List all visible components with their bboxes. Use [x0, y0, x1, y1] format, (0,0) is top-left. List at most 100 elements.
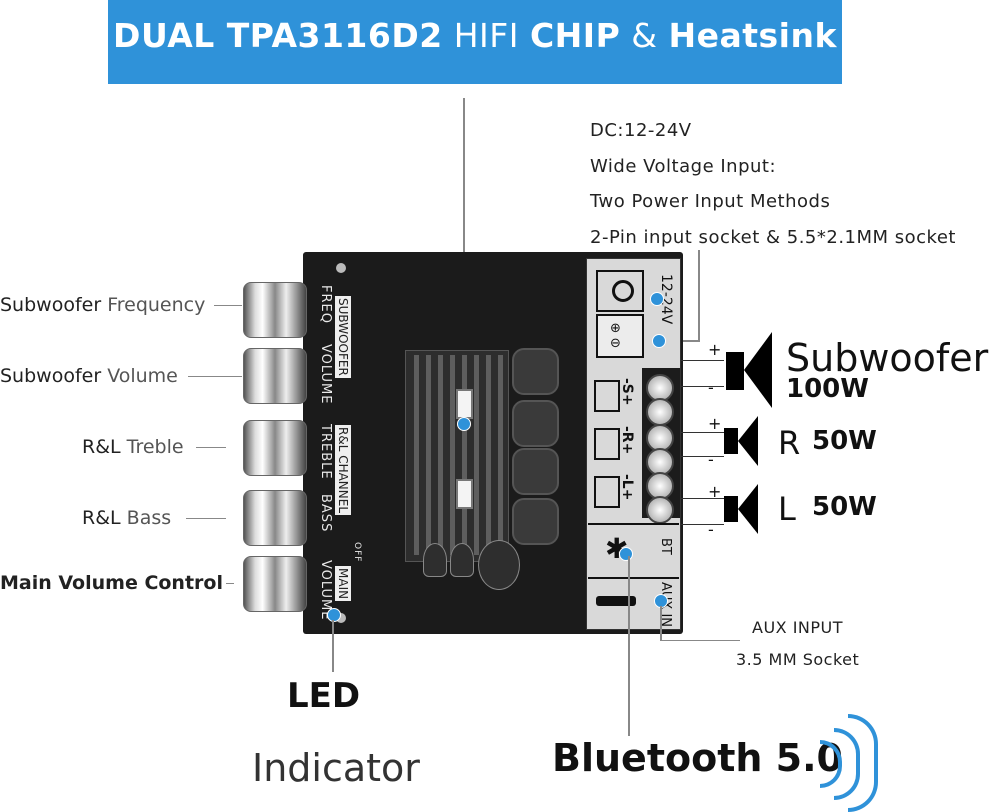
- label-text: Frequency: [107, 294, 206, 316]
- silk-freq: FREQ: [318, 285, 333, 324]
- output-r-power: 50W: [812, 426, 877, 456]
- speaker-wire: [680, 524, 724, 525]
- speaker-wire: [680, 456, 724, 457]
- minus-sign: -: [708, 520, 714, 539]
- aux-socket-label: 3.5 MM Socket: [736, 650, 860, 669]
- output-subwoofer-label: Subwoofer: [786, 336, 989, 380]
- terminal-r-label: -R+: [619, 426, 635, 455]
- label-subwoofer-volume: Subwoofer Volume: [0, 365, 178, 387]
- bluetooth-leader-line: [628, 556, 630, 736]
- banner-part-chip-model: DUAL TPA3116D2: [113, 16, 443, 55]
- label-text: Subwoofer: [0, 365, 102, 387]
- speaker-wire: [680, 498, 724, 499]
- power-info-line1: DC:12-24V: [590, 120, 692, 141]
- banner-part-heatsink: Heatsink: [668, 16, 837, 55]
- terminal-s-label: -S+: [619, 378, 635, 406]
- led-label: LED: [287, 676, 361, 716]
- inductor: [512, 400, 559, 447]
- title-banner: [108, 0, 842, 84]
- output-l-label: L: [778, 490, 796, 528]
- plus-sign: +: [708, 482, 722, 501]
- aux-jack-icon: [596, 596, 636, 606]
- speaker-cone-icon: [738, 416, 758, 466]
- aux-input-label: AUX INPUT: [752, 618, 844, 637]
- minus-sign: -: [708, 378, 714, 397]
- panel-divider: [588, 577, 679, 579]
- silk-volume: VOLUME: [318, 344, 333, 405]
- speaker-cone-icon: [744, 332, 772, 408]
- label-leader: [196, 447, 226, 448]
- terminal-l-label: -L+: [619, 474, 635, 501]
- heatsink-marker-dot: [457, 417, 471, 431]
- speaker-s-icon: [594, 380, 620, 412]
- speaker-r-output-icon: [724, 428, 738, 454]
- power-info-line4: 2-Pin input socket & 5.5*2.1MM socket: [590, 227, 956, 248]
- heatsink: [405, 350, 509, 562]
- inductor: [512, 498, 559, 545]
- silk-rl-channel: R&L CHANNEL: [335, 425, 351, 516]
- inductor: [512, 348, 559, 395]
- silk-subwoofer: SUBWOOFER: [335, 296, 351, 378]
- minus-sign: -: [708, 450, 714, 469]
- speaker-subwoofer-icon: [726, 352, 744, 390]
- screw-terminal[interactable]: [646, 424, 674, 452]
- banner-part-chip: CHIP: [529, 16, 621, 55]
- power-info-line3: Two Power Input Methods: [590, 191, 831, 212]
- treble-knob[interactable]: [243, 420, 307, 476]
- speaker-wire: [680, 386, 724, 387]
- mount-hole-icon: [336, 263, 346, 273]
- capacitor: [423, 543, 447, 577]
- label-leader: [188, 376, 242, 377]
- label-text: R&L: [82, 436, 121, 458]
- silk-off: OFF: [352, 542, 362, 563]
- screw-terminal[interactable]: [646, 398, 674, 426]
- label-main-volume: Main Volume Control: [0, 572, 223, 594]
- led-indicator-dot: [327, 608, 341, 622]
- speaker-l-icon: [594, 476, 620, 508]
- power-rating-label: 12-24V: [657, 272, 675, 327]
- output-subwoofer-power: 100W: [786, 374, 869, 404]
- speaker-wire: [680, 360, 724, 361]
- label-treble: R&L Treble: [82, 436, 184, 458]
- mount-hole-icon: [336, 613, 346, 623]
- speaker-cone-icon: [738, 484, 758, 534]
- panel-divider: [588, 523, 679, 525]
- label-leader: [214, 305, 242, 306]
- silk-treble: TREBLE: [318, 424, 333, 480]
- led-indicator-label: Indicator: [252, 746, 420, 790]
- bt-label: BT: [658, 538, 673, 555]
- label-text: Volume: [107, 365, 178, 387]
- power-marker-dot: [652, 334, 666, 348]
- subwoofer-volume-knob[interactable]: [243, 348, 307, 404]
- screw-terminal[interactable]: [646, 472, 674, 500]
- power-info-line2: Wide Voltage Input:: [590, 156, 777, 177]
- capacitor: [450, 543, 474, 577]
- subwoofer-frequency-knob[interactable]: [243, 282, 307, 338]
- capacitor-large: [478, 540, 520, 590]
- output-r-label: R: [778, 424, 801, 462]
- main-volume-knob[interactable]: [243, 556, 307, 612]
- power-leader-vertical: [698, 250, 700, 342]
- bluetooth-wave-icon: [848, 714, 878, 812]
- label-bass: R&L Bass: [82, 507, 171, 529]
- aux-leader-vertical: [660, 606, 662, 640]
- speaker-r-icon: [594, 428, 620, 460]
- output-l-power: 50W: [812, 492, 877, 522]
- bass-knob[interactable]: [243, 490, 307, 546]
- plus-sign: +: [708, 414, 722, 433]
- banner-part-amp: &: [631, 16, 658, 55]
- label-leader: [226, 583, 234, 584]
- silk-volume-main: VOLUME: [318, 560, 333, 621]
- screw-terminal[interactable]: [646, 496, 674, 524]
- label-text: Bass: [126, 507, 172, 529]
- led-leader-line: [332, 620, 334, 672]
- label-leader: [186, 518, 226, 519]
- dc-jack-icon: [596, 270, 644, 312]
- label-subwoofer-frequency: Subwoofer Frequency: [0, 294, 205, 316]
- speaker-l-output-icon: [724, 496, 738, 522]
- banner-title: DUAL TPA3116D2 HIFI CHIP & Heatsink: [108, 16, 842, 55]
- silk-main: MAIN: [335, 566, 351, 602]
- label-text: Subwoofer: [0, 294, 102, 316]
- speaker-wire: [680, 432, 724, 433]
- label-text: Treble: [126, 436, 184, 458]
